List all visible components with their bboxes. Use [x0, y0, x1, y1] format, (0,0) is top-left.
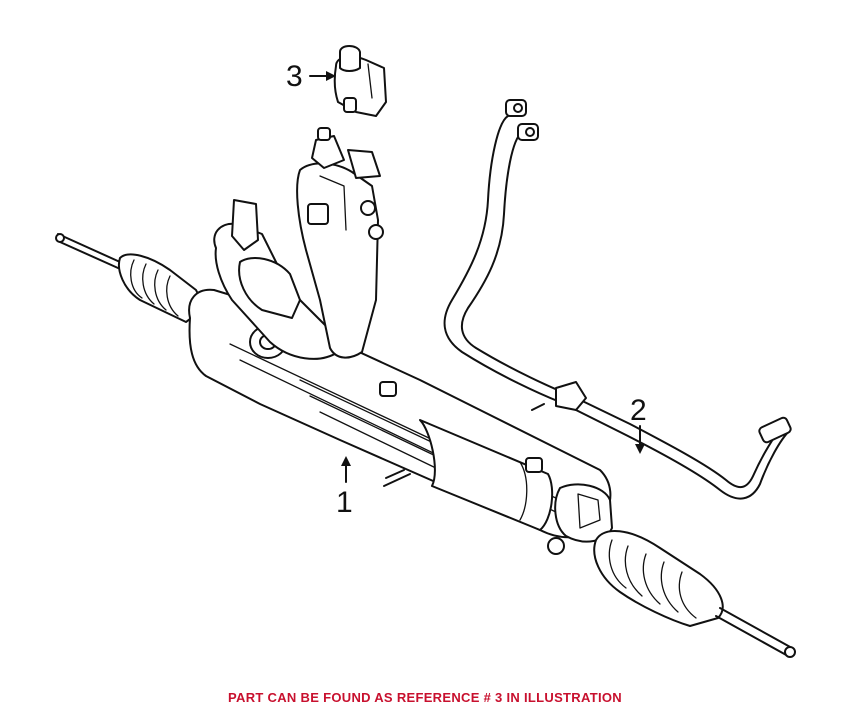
hydraulic-line-assembly — [443, 99, 792, 500]
callout-arrow-1 — [341, 456, 351, 483]
callout-number-2: 2 — [630, 394, 647, 427]
callout-number-3: 3 — [286, 60, 303, 93]
control-valve-part — [333, 45, 387, 117]
callout-number-1: 1 — [336, 486, 353, 519]
reference-note: PART CAN BE FOUND AS REFERENCE # 3 IN IL… — [228, 690, 622, 705]
callout-arrow-3 — [309, 71, 336, 81]
steering-rack-assembly — [55, 127, 796, 658]
callout-arrow-2 — [635, 425, 645, 454]
